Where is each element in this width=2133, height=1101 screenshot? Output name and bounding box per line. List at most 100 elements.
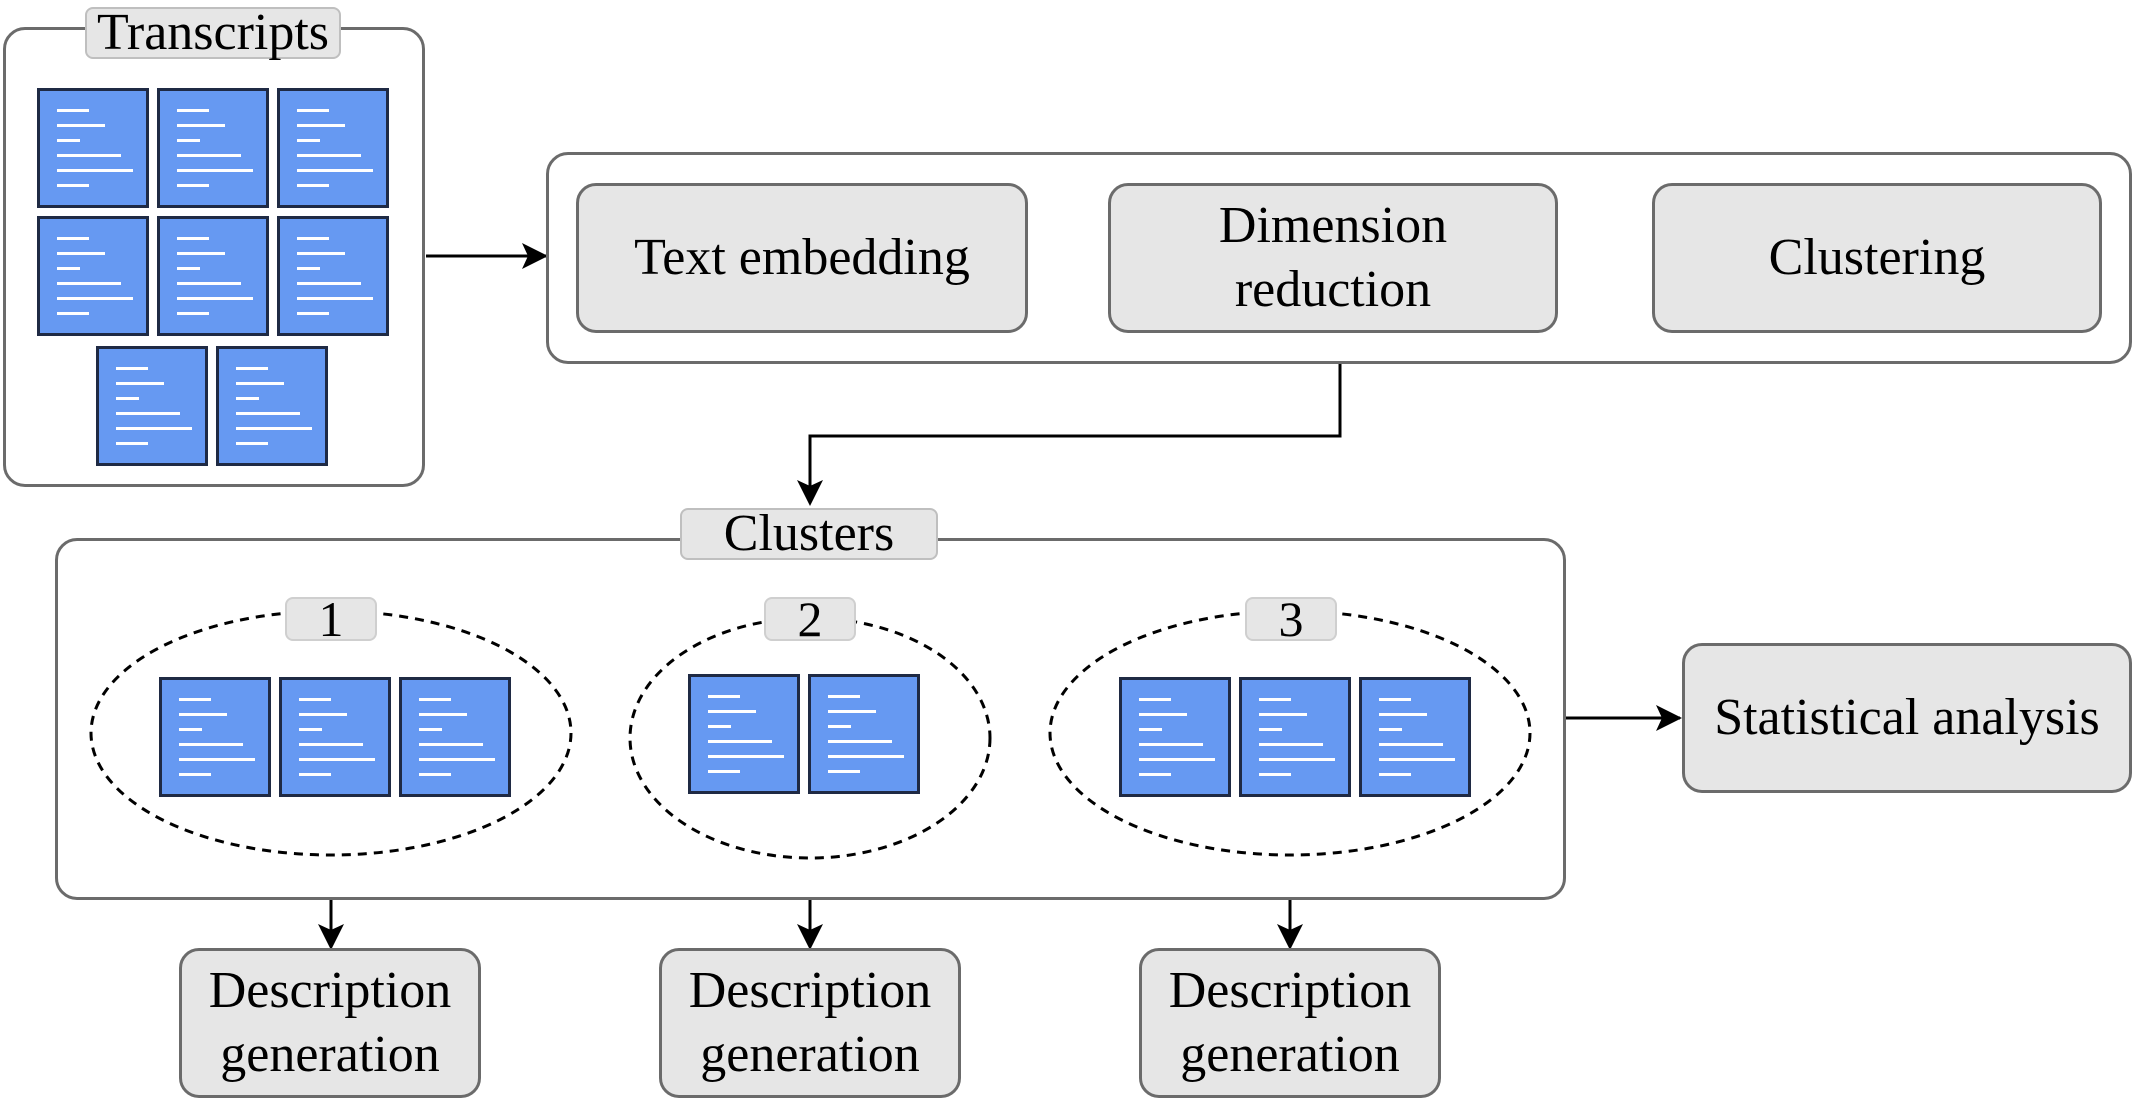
text-line xyxy=(176,109,209,112)
arrowhead xyxy=(1656,705,1682,731)
text-line xyxy=(176,312,209,315)
text-line xyxy=(1378,743,1443,746)
text-line xyxy=(298,713,347,716)
cluster-3-document-icon xyxy=(1239,677,1351,797)
text-line xyxy=(296,282,361,285)
transcript-document-icon xyxy=(157,216,269,336)
text-line xyxy=(56,154,121,157)
text-line xyxy=(178,758,256,761)
text-line xyxy=(56,169,134,172)
text-line xyxy=(296,184,329,187)
text-line xyxy=(56,312,89,315)
text-line xyxy=(296,109,329,112)
text-line xyxy=(296,124,345,127)
text-line xyxy=(176,252,225,255)
cluster-1-document-icon xyxy=(159,677,271,797)
text-line xyxy=(1138,728,1163,731)
description-generation-box-2: Description generation xyxy=(659,948,961,1098)
text-line xyxy=(115,412,180,415)
text-line xyxy=(1138,758,1216,761)
text-line xyxy=(298,728,323,731)
text-line xyxy=(1138,773,1171,776)
text-line xyxy=(1258,728,1283,731)
cluster-1-document-icon xyxy=(279,677,391,797)
text-line xyxy=(56,252,105,255)
text-line xyxy=(178,773,211,776)
text-line xyxy=(1378,773,1411,776)
text-line xyxy=(707,755,785,758)
text-line xyxy=(56,297,134,300)
text-line xyxy=(1138,713,1187,716)
text-line xyxy=(56,139,81,142)
text-line xyxy=(418,773,451,776)
text-line xyxy=(1258,773,1291,776)
text-line xyxy=(827,755,905,758)
text-line xyxy=(827,740,892,743)
text-line xyxy=(296,154,361,157)
text-line xyxy=(235,412,300,415)
text-line xyxy=(56,109,89,112)
arrow-pipeline-to-clusters xyxy=(808,364,1342,500)
text-line xyxy=(1138,743,1203,746)
text-line xyxy=(1258,713,1307,716)
text-line xyxy=(56,267,81,270)
text-line xyxy=(56,184,89,187)
arrowhead xyxy=(522,243,548,269)
text-line xyxy=(827,770,860,773)
text-line xyxy=(707,740,772,743)
cluster-2-document-icon xyxy=(688,674,800,794)
cluster-2-document-icon xyxy=(808,674,920,794)
text-line xyxy=(418,698,451,701)
text-line xyxy=(707,770,740,773)
cluster-3-ellipse xyxy=(1048,609,1532,857)
transcript-document-icon xyxy=(37,216,149,336)
text-line xyxy=(296,267,321,270)
description-generation-box-1: Description generation xyxy=(179,948,481,1098)
arrowhead xyxy=(1277,924,1303,950)
text-line xyxy=(707,710,756,713)
text-line xyxy=(1378,713,1427,716)
text-line xyxy=(176,139,201,142)
text-line xyxy=(296,297,374,300)
text-line xyxy=(235,442,268,445)
text-line xyxy=(176,154,241,157)
text-line xyxy=(115,397,140,400)
text-line xyxy=(296,252,345,255)
cluster-1-ellipse xyxy=(89,609,573,857)
text-line xyxy=(298,698,331,701)
text-line xyxy=(707,695,740,698)
text-line xyxy=(298,773,331,776)
cluster-2-ellipse xyxy=(628,616,992,860)
clusters-label: Clusters xyxy=(680,508,938,560)
text-line xyxy=(827,695,860,698)
clustering-box: Clustering xyxy=(1652,183,2102,333)
arrowhead xyxy=(797,480,823,506)
transcript-document-icon xyxy=(157,88,269,208)
cluster-3-document-icon xyxy=(1119,677,1231,797)
arrowhead xyxy=(318,924,344,950)
text-line xyxy=(176,124,225,127)
text-line xyxy=(1258,698,1291,701)
arrowhead xyxy=(797,924,823,950)
text-line xyxy=(827,710,876,713)
transcript-document-icon xyxy=(277,88,389,208)
text-line xyxy=(115,367,148,370)
text-line xyxy=(1138,698,1171,701)
text-line xyxy=(115,382,164,385)
dimension-reduction-box: Dimension reduction xyxy=(1108,183,1558,333)
text-line xyxy=(56,282,121,285)
text-line xyxy=(115,442,148,445)
text-line xyxy=(176,169,254,172)
cluster-3-document-icon xyxy=(1359,677,1471,797)
text-line xyxy=(56,237,89,240)
text-embedding-box: Text embedding xyxy=(576,183,1028,333)
text-line xyxy=(298,758,376,761)
text-line xyxy=(178,713,227,716)
text-line xyxy=(176,237,209,240)
text-line xyxy=(235,367,268,370)
cluster-3-number: 3 xyxy=(1245,594,1337,644)
transcript-document-icon xyxy=(96,346,208,466)
text-line xyxy=(115,427,193,430)
text-line xyxy=(296,169,374,172)
text-line xyxy=(178,698,211,701)
